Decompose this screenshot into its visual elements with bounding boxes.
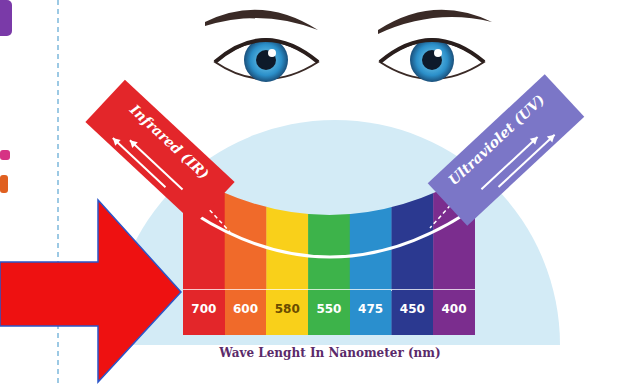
wavelength-value: 450 xyxy=(400,302,425,316)
spectrum-band: 475 xyxy=(350,290,392,335)
left-eye xyxy=(205,10,318,82)
pointer-arrow xyxy=(0,200,181,382)
spectrum-band: 580 xyxy=(266,290,308,335)
spectrum-band: 600 xyxy=(225,290,267,335)
spectrum-band: 700 xyxy=(183,290,225,335)
spectrum-band: 400 xyxy=(433,290,475,335)
wavelength-value: 580 xyxy=(275,302,300,316)
spectrum-band: 450 xyxy=(392,290,434,335)
radiation-label: Infrared (IR) xyxy=(127,101,212,182)
margin-fragment xyxy=(0,175,8,193)
wavelength-value: 475 xyxy=(358,302,383,316)
radiation-box: Infrared (IR) xyxy=(85,80,234,225)
purple-fragment xyxy=(0,0,12,36)
wavelength-value: 700 xyxy=(191,302,216,316)
white-arc xyxy=(195,214,465,257)
wavelength-value: 400 xyxy=(442,302,467,316)
margin-fragment xyxy=(0,150,10,160)
radiation-box: Ultraviolet (UV) xyxy=(428,74,585,226)
wavelength-value: 600 xyxy=(233,302,258,316)
wavelength-value: 550 xyxy=(316,302,341,316)
dashed-separator xyxy=(57,0,59,385)
caption: Wave Lenght In Nanometer (nm) xyxy=(219,346,440,360)
right-eye xyxy=(378,10,492,82)
spectrum-band: 550 xyxy=(308,290,350,335)
